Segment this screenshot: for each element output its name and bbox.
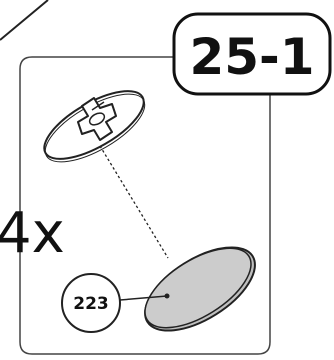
glide-post-top [88,112,106,126]
part-number-callout: 223 [61,273,121,333]
glide-slot [91,101,105,111]
step-number-badge-frame [172,12,332,96]
part-number: 223 [73,294,109,314]
corner-divider-line [0,0,49,41]
felt-pad-face [144,247,252,329]
alignment-guide-line [99,145,169,259]
part-number-circle [61,273,121,333]
felt-pad-icon [144,246,256,332]
furniture-glide-icon [43,90,146,163]
quantity-label: 4x [0,201,65,266]
part-callout-leader [119,295,168,301]
step-number: 25-1 [189,28,314,86]
step-panel [19,56,271,355]
step-number-badge: 25-1 [172,12,332,96]
